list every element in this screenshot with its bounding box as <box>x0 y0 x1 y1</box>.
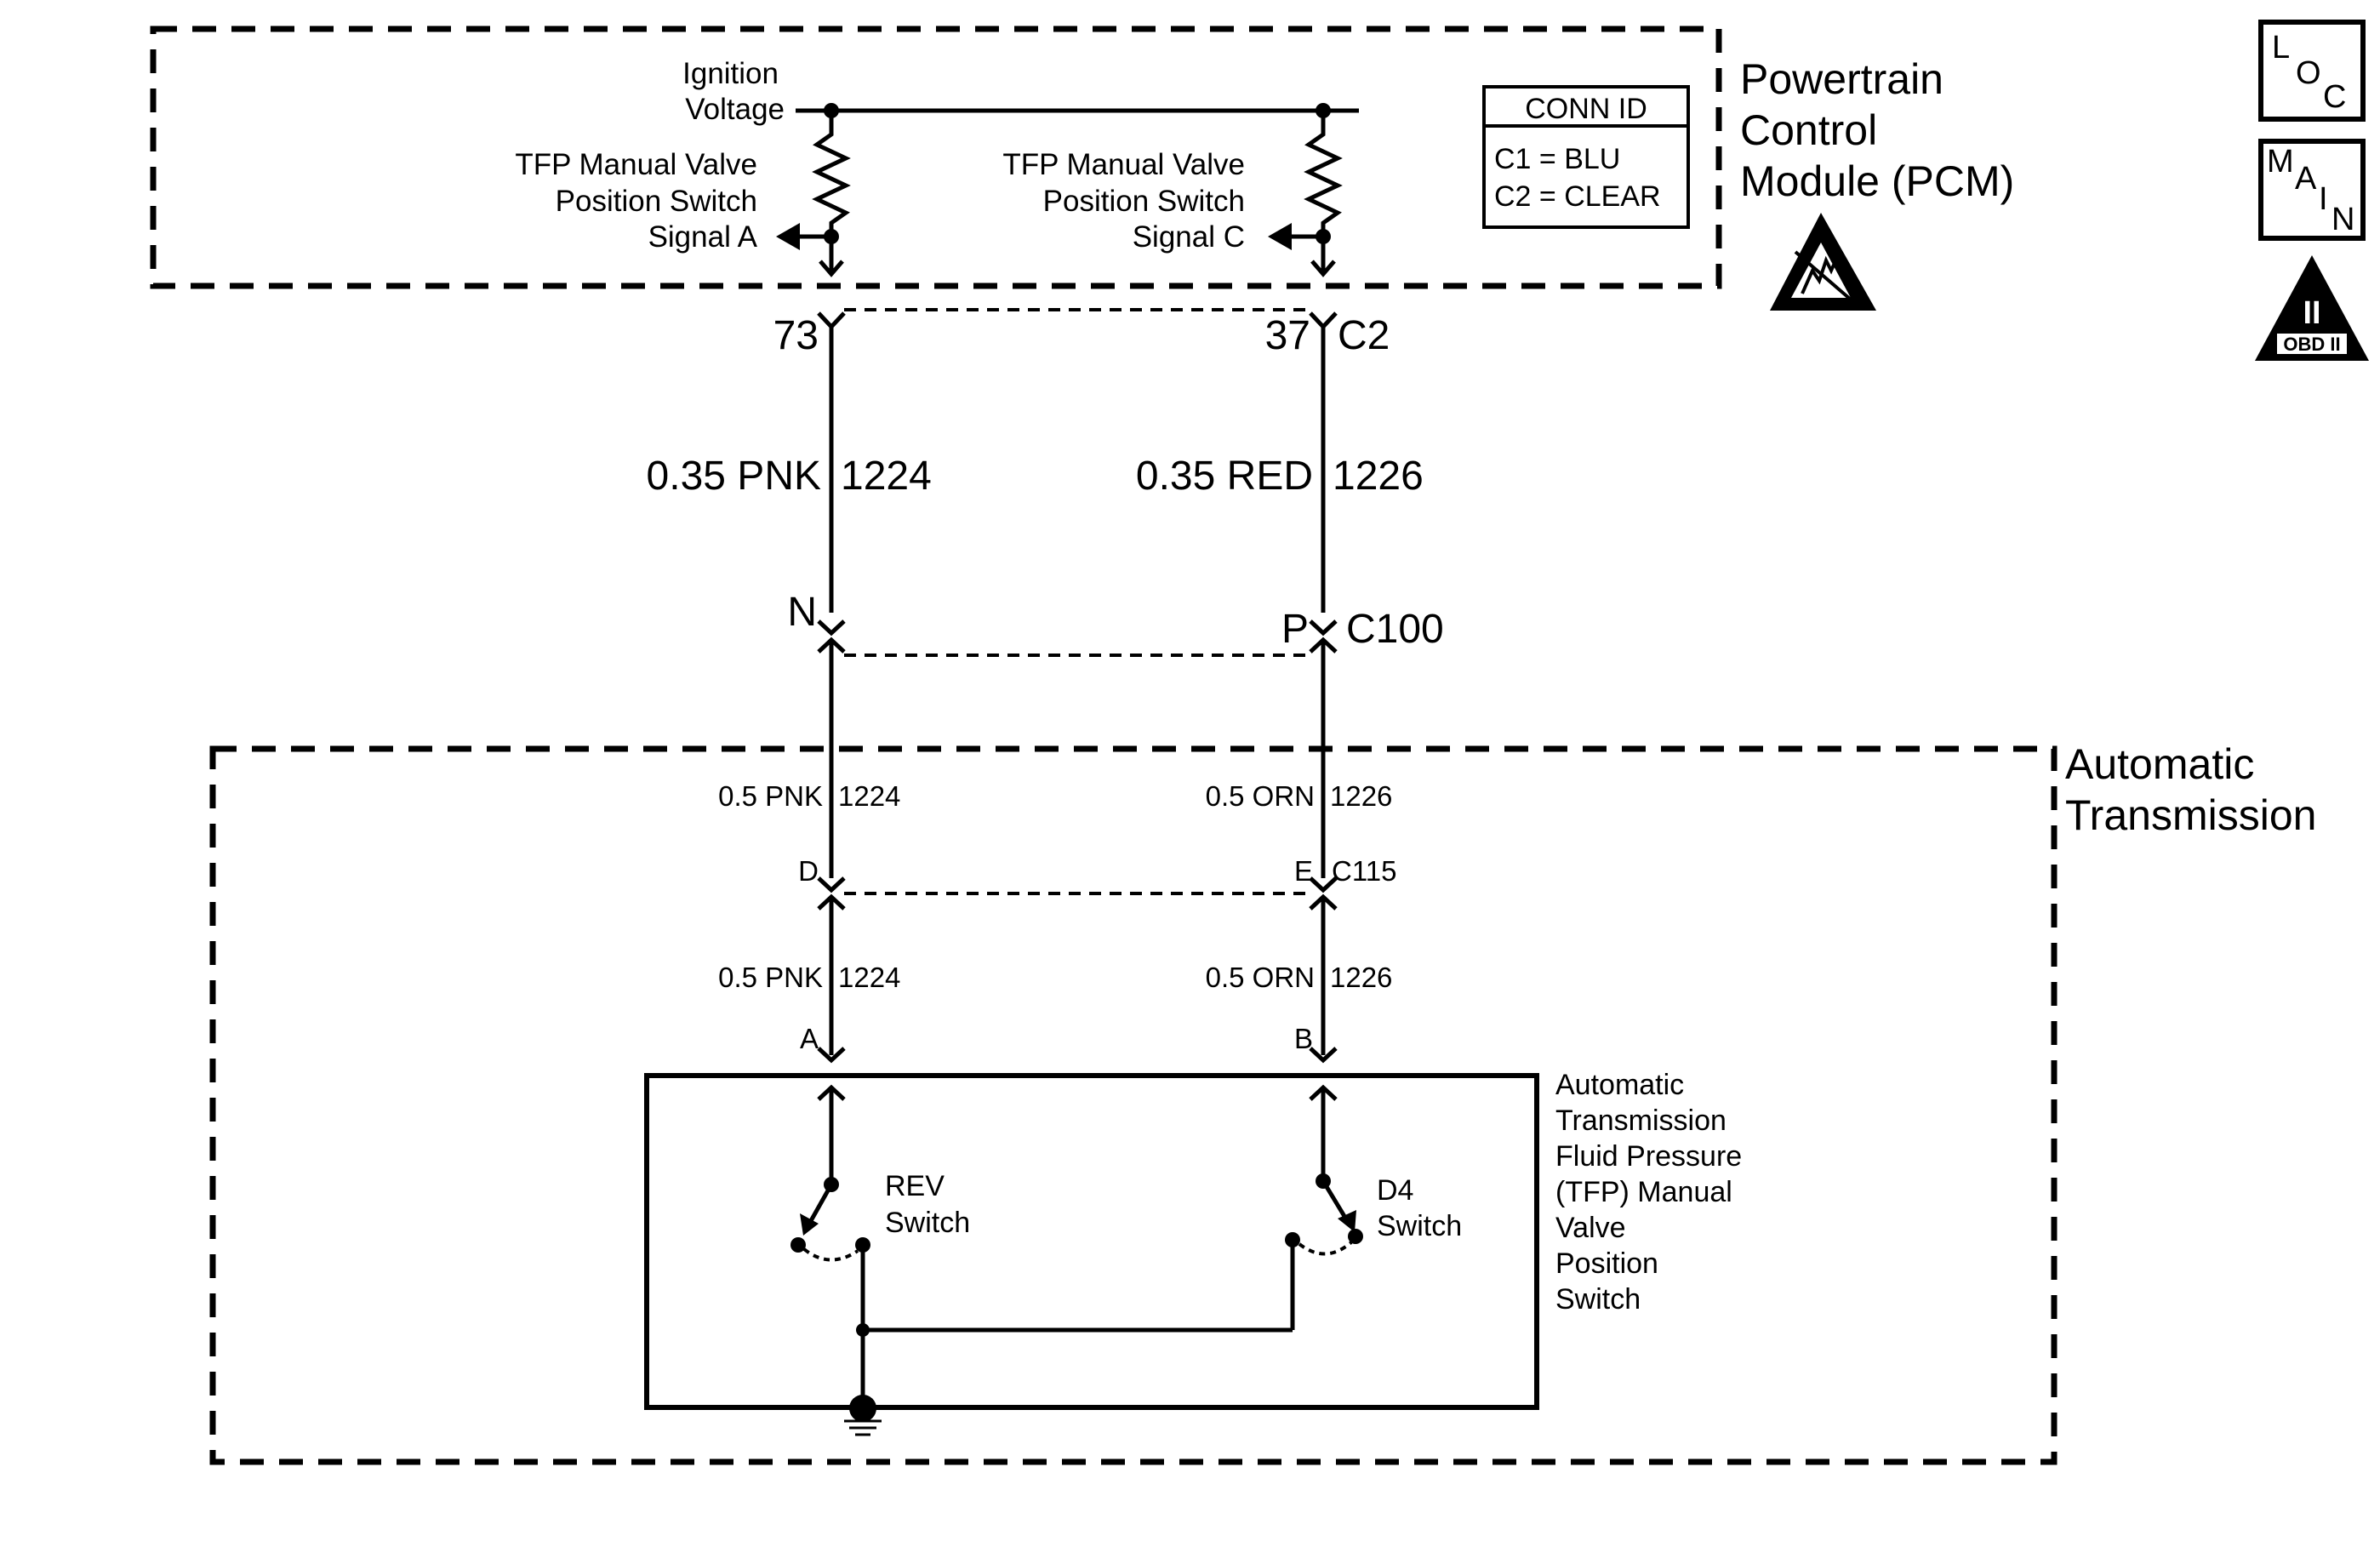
pcm-name-line2: Control <box>1740 106 1877 154</box>
d4-switch-blade <box>1321 1179 1350 1224</box>
tfp-switch-assembly: REV Switch D4 Switch Automatic Transmiss… <box>644 1069 1742 1436</box>
mid-left-circuit-number: 1224 <box>838 780 900 812</box>
main-icon-letter-n: N <box>2331 202 2354 237</box>
c115-pin-d-label: D <box>798 855 819 887</box>
pin-b-label: B <box>1294 1023 1313 1054</box>
signal-a-label-line2: Position Switch <box>556 185 757 218</box>
c115-pin-e-top-icon <box>1309 876 1338 893</box>
pin-a-label: A <box>800 1023 819 1054</box>
transmission-name-line1: Automatic <box>2065 740 2254 788</box>
conn-id-row-2: C2 = CLEAR <box>1494 180 1661 213</box>
d4-switch-travel-arc <box>1298 1241 1353 1256</box>
main-icon-letter-m: M <box>2267 144 2294 180</box>
tfp-switch-label-line3: Fluid Pressure <box>1555 1140 1742 1173</box>
signal-c-label-line3: Signal C <box>1133 220 1245 254</box>
connector-c100: N P C100 <box>787 590 1444 657</box>
mid-left-wire-color: 0.5 PNK <box>718 780 823 812</box>
conn-id-row-1: C1 = BLU <box>1494 143 1620 175</box>
transmission-name-line2: Transmission <box>2065 791 2316 839</box>
loc-icon-letter-l: L <box>2272 30 2290 66</box>
esd-warning-icon <box>1770 213 1876 311</box>
upper-right-wire-color: 0.35 RED <box>1136 454 1313 499</box>
loc-icon-letter-o: O <box>2296 55 2321 91</box>
rev-switch-arrow-icon <box>800 1213 819 1236</box>
ground-icon <box>844 1408 882 1436</box>
pcm-boundary <box>150 26 1722 289</box>
main-icon: M A I N <box>2258 139 2366 241</box>
pin-a-top-icon <box>817 1047 846 1064</box>
switch-connector: A B <box>800 1023 1338 1101</box>
c115-pin-d-top-icon <box>817 876 846 893</box>
obd-ii-icon-numeral: II <box>2303 295 2320 331</box>
signal-a-terminal-icon <box>819 260 844 277</box>
d4-switch-arrow-icon <box>1338 1210 1356 1232</box>
obd-ii-icon-label: OBD II <box>2283 334 2340 355</box>
loc-icon: L O C <box>2258 20 2366 122</box>
pin-73-label: 73 <box>773 313 819 358</box>
c115-pin-e-label: E <box>1294 855 1313 887</box>
mid-right-circuit-number: 1226 <box>1330 780 1392 812</box>
tfp-switch-label-line7: Switch <box>1555 1283 1641 1316</box>
pcm-name-line1: Powertrain <box>1740 55 1943 103</box>
tfp-switch-label-line1: Automatic <box>1555 1069 1684 1101</box>
transmission-module: Automatic Transmission <box>209 740 2316 1465</box>
upper-right-circuit-number: 1226 <box>1333 454 1424 499</box>
transmission-boundary <box>209 745 2058 1465</box>
loc-icon-letter-c: C <box>2323 79 2346 115</box>
c100-pin-p-top-icon <box>1309 619 1338 636</box>
lower-left-wire-color: 0.5 PNK <box>718 962 823 993</box>
d4-switch-label-line1: D4 <box>1377 1174 1413 1207</box>
d4-switch-label-line2: Switch <box>1377 1210 1462 1242</box>
signal-c-label-line2: Position Switch <box>1043 185 1245 218</box>
rev-switch-label-line1: REV <box>885 1170 945 1202</box>
signal-c-label-line1: TFP Manual Valve <box>1002 148 1245 181</box>
rev-switch-label-line2: Switch <box>885 1207 970 1239</box>
signal-a-arrow-icon <box>776 223 800 250</box>
rev-switch-travel-arc <box>802 1247 859 1262</box>
obd-ii-icon: II OBD II <box>2255 255 2369 361</box>
lower-right-circuit-number: 1226 <box>1330 962 1392 993</box>
ignition-label-line1: Ignition <box>682 57 779 90</box>
signal-a-label-line1: TFP Manual Valve <box>515 148 757 181</box>
signal-c-terminal-icon <box>1310 260 1336 277</box>
tfp-switch-label-line6: Position <box>1555 1247 1658 1280</box>
upper-left-circuit-number: 1224 <box>841 454 932 499</box>
c100-connector-id: C100 <box>1346 607 1444 652</box>
upper-left-wire-color: 0.35 PNK <box>647 454 821 499</box>
c100-pin-p-label: P <box>1281 607 1309 652</box>
pcm-module: Powertrain Control Module (PCM) Ignition… <box>150 26 2014 311</box>
mid-right-wire-color: 0.5 ORN <box>1206 780 1315 812</box>
tfp-switch-box <box>644 1073 1539 1410</box>
pcm-name-line3: Module (PCM) <box>1740 157 2014 205</box>
conn-id-table: CONN ID C1 = BLU C2 = CLEAR <box>1482 85 1690 229</box>
pull-up-resistor-a <box>812 111 851 272</box>
ground-splice <box>856 1323 870 1337</box>
rev-switch-blade <box>806 1183 834 1227</box>
lower-left-circuit-number: 1224 <box>838 962 900 993</box>
c100-pin-n-label: N <box>787 590 817 635</box>
signal-c-arrow-icon <box>1268 223 1292 250</box>
d4-switch-contact-open <box>1348 1229 1363 1244</box>
lower-right-wire-color: 0.5 ORN <box>1206 962 1315 993</box>
signal-a-label-line3: Signal A <box>648 220 758 254</box>
pin-37-label: 37 <box>1265 313 1310 358</box>
main-icon-letter-i: I <box>2319 181 2328 217</box>
c115-connector-id: C115 <box>1332 855 1396 887</box>
pull-up-resistor-c <box>1304 111 1343 272</box>
pin-37-terminal-icon <box>1309 311 1338 330</box>
rev-switch-contact-open <box>790 1237 806 1253</box>
pin-b-top-icon <box>1309 1047 1338 1064</box>
ignition-label-line2: Voltage <box>685 93 785 126</box>
pin-73-terminal-icon <box>817 311 846 330</box>
tfp-switch-label-line2: Transmission <box>1555 1105 1726 1137</box>
conn-id-title: CONN ID <box>1525 93 1647 125</box>
tfp-switch-label-line5: Valve <box>1555 1212 1626 1244</box>
c2-connector-id: C2 <box>1338 313 1390 358</box>
c100-pin-n-top-icon <box>817 619 846 636</box>
main-icon-letter-a: A <box>2295 161 2317 197</box>
connector-c115: D E C115 <box>798 855 1396 910</box>
pcm-connector-c2: 73 37 C2 <box>773 308 1390 358</box>
tfp-switch-label-line4: (TFP) Manual <box>1555 1176 1732 1208</box>
